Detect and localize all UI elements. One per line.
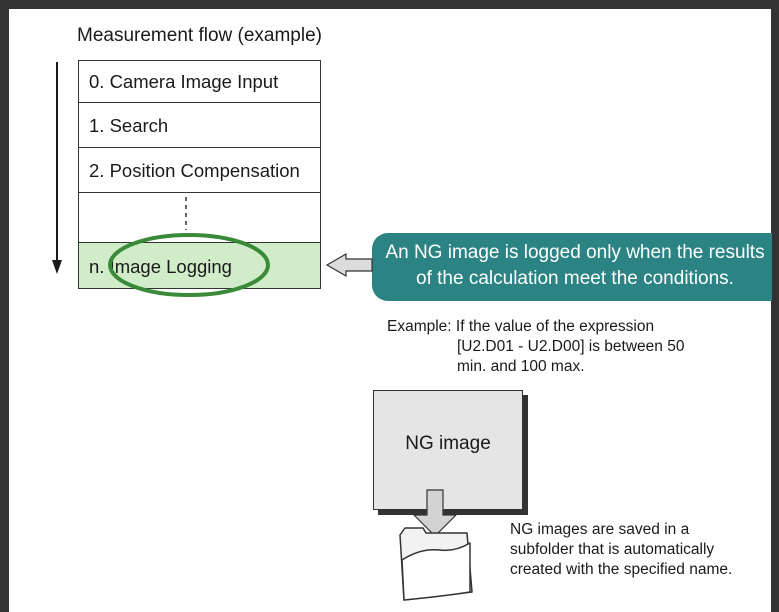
step-label: 2. Position Compensation xyxy=(89,160,300,181)
folder-note-line-1: NG images are saved in a xyxy=(510,521,690,538)
highlight-ellipse xyxy=(108,233,270,297)
step-position-compensation: 2. Position Compensation xyxy=(78,147,321,193)
folder-note-line-3: created with the specified name. xyxy=(510,561,733,578)
ng-image-label: NG image xyxy=(405,433,491,454)
folder-icon xyxy=(399,527,473,601)
step-label: n. Image Logging xyxy=(89,256,232,277)
example-note: Example: If the value of the expression … xyxy=(387,317,684,377)
flow-direction-arrow xyxy=(52,62,62,274)
example-line-2: [U2.D01 - U2.D00] is between 50 xyxy=(457,338,685,355)
step-search: 1. Search xyxy=(78,102,321,148)
pointer-arrow-left xyxy=(325,252,373,278)
folder-note: NG images are saved in a subfolder that … xyxy=(510,520,732,580)
step-label: 0. Camera Image Input xyxy=(89,71,279,92)
example-line-3: min. and 100 max. xyxy=(457,358,585,375)
condition-callout: An NG image is logged only when the resu… xyxy=(372,233,772,301)
step-camera-image-input: 0. Camera Image Input xyxy=(78,60,321,103)
callout-line-1: An NG image is logged only when the resu… xyxy=(385,242,765,263)
folder-note-line-2: subfolder that is automatically xyxy=(510,541,715,558)
callout-line-2: of the calculation meet the conditions. xyxy=(416,268,734,289)
flow-title: Measurement flow (example) xyxy=(77,25,322,46)
ng-image-box: NG image xyxy=(373,390,523,510)
step-label: 1. Search xyxy=(89,115,169,136)
down-arrow xyxy=(412,489,458,537)
example-line-1: Example: If the value of the expression xyxy=(387,318,655,335)
